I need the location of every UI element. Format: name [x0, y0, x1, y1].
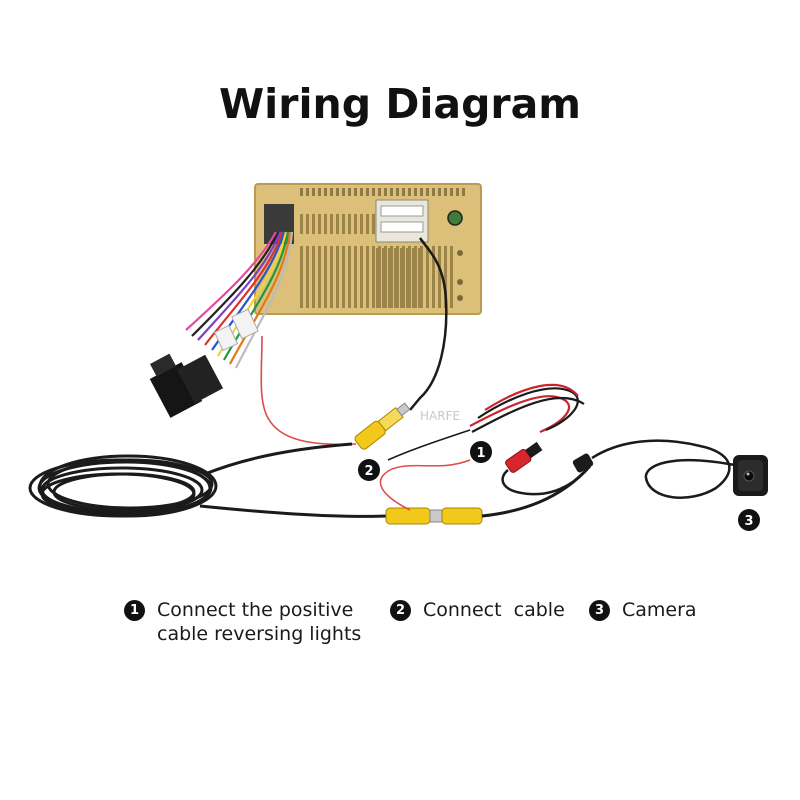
reverse-trigger-wire: [379, 459, 471, 511]
badge-1: 1: [470, 441, 492, 463]
legend-number: 1: [124, 600, 145, 621]
legend-text: Connect the positive cable reversing lig…: [157, 599, 362, 645]
extension-cable: [204, 442, 353, 476]
badge-2: 2: [358, 459, 380, 481]
watermark: HARFE: [420, 409, 460, 423]
video-lead: [409, 237, 448, 411]
camera-cable: [591, 439, 741, 499]
head-unit-vents: [300, 214, 453, 308]
legend-number: 3: [589, 600, 610, 621]
extension-cable-coil: [28, 454, 218, 518]
reverse-trigger-wire: [260, 335, 357, 446]
harness-tag: [231, 308, 259, 340]
head-unit: [254, 183, 482, 315]
head-unit-vents-top: [300, 188, 465, 196]
svg-text:2: 2: [364, 464, 373, 479]
harness-plugs: [149, 353, 224, 418]
power-wire: [387, 429, 471, 461]
legend-text: Connect cable: [423, 599, 565, 621]
camera-cable: [481, 465, 592, 518]
power-plug: [505, 441, 543, 473]
power-cable: [501, 465, 591, 496]
page-title: Wiring Diagram: [218, 80, 582, 128]
camera: [733, 455, 768, 496]
extension-cable: [199, 504, 387, 518]
rca-connector-2: [354, 402, 411, 450]
badge-3: 3: [738, 509, 760, 531]
rca-coupler: [385, 507, 483, 525]
legend-number: 2: [390, 600, 411, 621]
svg-text:1: 1: [476, 446, 485, 461]
power-lead: [469, 383, 585, 434]
svg-text:3: 3: [744, 514, 753, 529]
legend-text: Camera: [622, 599, 697, 621]
inline-splice: [572, 453, 594, 473]
harness-tag: [213, 324, 239, 352]
